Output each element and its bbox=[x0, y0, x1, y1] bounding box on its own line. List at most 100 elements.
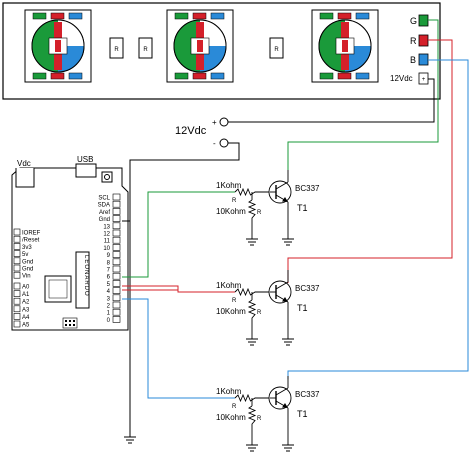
digital-pin-label: SCL bbox=[98, 196, 110, 202]
mcu-chip-inner bbox=[48, 279, 68, 299]
digital-pin-socket[interactable] bbox=[112, 294, 121, 302]
analog-pin-label: A4 bbox=[22, 315, 30, 321]
terminal-red[interactable] bbox=[418, 34, 429, 47]
terminal-blue[interactable] bbox=[418, 53, 429, 66]
digital-pin-label: 4 bbox=[107, 289, 111, 295]
digital-pin-label: 12 bbox=[103, 232, 110, 238]
digital-pin-label: 5 bbox=[107, 282, 111, 288]
wire-red bbox=[287, 39, 453, 283]
analog-pin-label: A5 bbox=[22, 323, 30, 329]
board-name-box: LEONARDO bbox=[75, 251, 90, 309]
mcu-chip-icon bbox=[44, 275, 72, 303]
power-pin-socket[interactable] bbox=[13, 264, 21, 272]
transistor-icon bbox=[268, 270, 292, 339]
wire-pin3-blue bbox=[122, 298, 235, 399]
power-pin-socket[interactable] bbox=[13, 243, 21, 250]
ground-symbol bbox=[246, 238, 258, 246]
digital-pin-socket[interactable] bbox=[112, 236, 121, 244]
analog-pin-socket[interactable] bbox=[13, 297, 21, 305]
transistor-model: BC337 bbox=[295, 390, 320, 399]
power-pin-socket[interactable] bbox=[13, 257, 21, 265]
digital-pin-socket[interactable] bbox=[112, 229, 121, 237]
svg-text:R: R bbox=[143, 47, 148, 53]
digital-pin-socket[interactable] bbox=[112, 200, 121, 208]
digital-pin-socket[interactable] bbox=[112, 251, 121, 258]
digital-pin-label: 13 bbox=[103, 224, 110, 230]
terminal-power-symbol: + bbox=[422, 77, 426, 83]
digital-pin-socket[interactable] bbox=[112, 316, 121, 323]
power-pin-label: Vin bbox=[22, 274, 31, 280]
digital-pin-label: Aref bbox=[99, 210, 110, 216]
transistor-icon bbox=[268, 170, 292, 239]
supply: + 12Vdc - bbox=[124, 117, 240, 444]
supply-terminal-minus[interactable] bbox=[219, 138, 229, 148]
wire-green bbox=[287, 19, 439, 170]
wire-ground-main bbox=[129, 142, 240, 437]
usb-port-icon bbox=[75, 163, 97, 178]
power-pin-socket[interactable] bbox=[13, 250, 21, 257]
digital-pin-socket[interactable] bbox=[112, 258, 121, 266]
dc-jack-icon bbox=[15, 168, 35, 188]
svg-text:R: R bbox=[114, 47, 119, 53]
supply-terminal-plus[interactable] bbox=[219, 117, 229, 127]
digital-pin-socket[interactable] bbox=[112, 280, 121, 287]
digital-pin-socket[interactable] bbox=[112, 208, 121, 215]
wire-pin6-red bbox=[122, 285, 235, 293]
digital-pin-label: 0 bbox=[107, 318, 111, 324]
strip-wiring bbox=[228, 19, 469, 379]
analog-pin-socket[interactable] bbox=[13, 290, 21, 297]
ground-symbol bbox=[246, 338, 258, 346]
rgb-led-unit bbox=[24, 9, 92, 83]
power-pin-socket[interactable] bbox=[13, 235, 21, 243]
analog-pin-label: A1 bbox=[22, 292, 30, 298]
pulldown-resistor-value: 10Kohm bbox=[216, 307, 246, 316]
arduino-vdc-label: Vdc bbox=[17, 159, 31, 168]
led-strip: R R R G R B 12Vdc + bbox=[2, 2, 441, 100]
supply-label: 12Vdc bbox=[175, 125, 207, 137]
digital-pin-socket[interactable] bbox=[112, 287, 121, 294]
power-pin-label: 3v3 bbox=[22, 245, 32, 251]
pulldown-resistor-icon bbox=[247, 405, 257, 445]
transistor-ref: T1 bbox=[297, 203, 308, 213]
power-pin-socket[interactable] bbox=[13, 271, 21, 279]
power-pin-label: Gnd bbox=[22, 267, 33, 273]
ground-symbol bbox=[282, 238, 294, 246]
base-resistor-value: 1Kohm bbox=[216, 181, 242, 190]
transistor-ref: T1 bbox=[297, 303, 308, 313]
analog-pin-label: A2 bbox=[22, 300, 30, 306]
digital-pin-label: 11 bbox=[104, 239, 111, 245]
digital-pin-socket[interactable] bbox=[112, 308, 121, 316]
power-pin-socket[interactable] bbox=[13, 228, 21, 236]
digital-pin-socket[interactable] bbox=[112, 222, 121, 230]
reset-button-icon[interactable] bbox=[101, 171, 113, 183]
digital-pin-socket[interactable] bbox=[112, 272, 121, 280]
analog-pin-socket[interactable] bbox=[13, 305, 21, 313]
digital-pin-socket[interactable] bbox=[112, 215, 121, 222]
channel-label-g: G bbox=[410, 16, 417, 26]
base-resistor-value: 1Kohm bbox=[216, 281, 242, 290]
pulldown-resistor-icon bbox=[247, 299, 257, 339]
power-pin-label: Gnd bbox=[22, 259, 33, 265]
wire-power bbox=[228, 78, 435, 123]
analog-pin-socket[interactable] bbox=[13, 320, 21, 328]
digital-pin-socket[interactable] bbox=[112, 265, 121, 273]
analog-pin-label: A0 bbox=[22, 285, 30, 291]
rgb-led-unit bbox=[166, 9, 234, 83]
digital-pin-socket[interactable] bbox=[112, 301, 121, 309]
analog-pin-socket[interactable] bbox=[13, 313, 21, 320]
digital-pin-socket[interactable] bbox=[112, 193, 121, 201]
ground-symbol bbox=[246, 444, 258, 452]
digital-pin-socket[interactable] bbox=[112, 244, 121, 251]
pulldown-resistor-symbol: R bbox=[257, 416, 262, 422]
terminal-green[interactable] bbox=[418, 14, 429, 27]
base-resistor-icon bbox=[234, 287, 270, 297]
digital-pin-label: 1 bbox=[107, 311, 111, 317]
analog-pin-socket[interactable] bbox=[13, 282, 21, 290]
digital-pin-label: 6 bbox=[107, 275, 111, 281]
